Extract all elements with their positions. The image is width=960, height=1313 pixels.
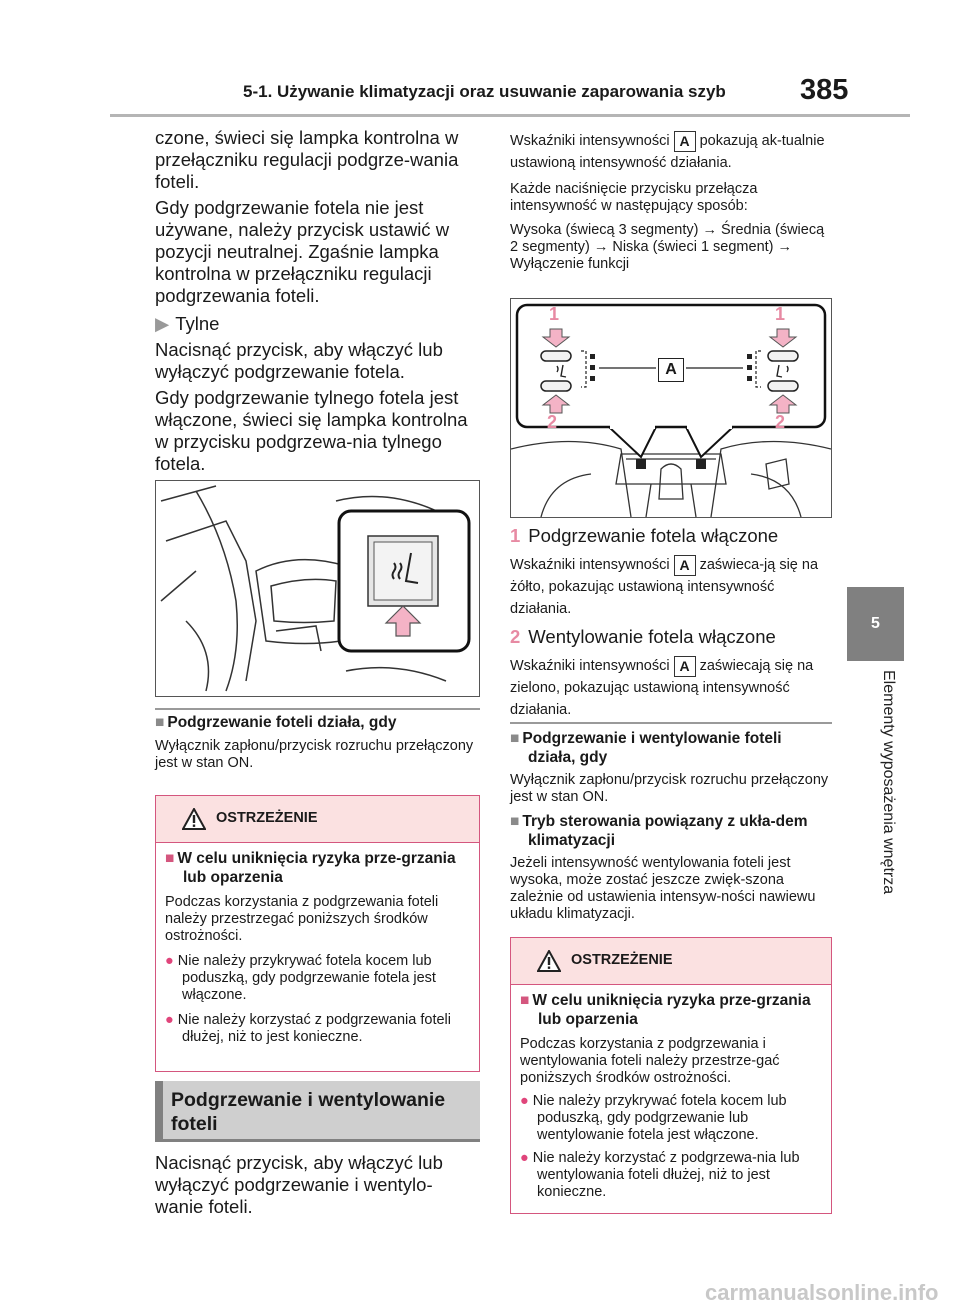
paragraph: Nacisnąć przycisk, aby włączyć lub wyłąc… <box>155 1152 443 1217</box>
indicator-marker-a: A <box>673 655 696 677</box>
square-bullet-icon: ■ <box>510 813 520 830</box>
warning-title: OSTRZEŻENIE <box>216 810 318 826</box>
square-bullet-icon: ■ <box>165 850 175 867</box>
note-text: Wyłącznik zapłonu/przycisk rozruchu prze… <box>510 772 829 805</box>
paragraph: Gdy podgrzewanie tylnego fotela jest włą… <box>155 387 468 474</box>
warning-triangle-icon <box>182 808 206 830</box>
paragraph: Wysoka (świecą 3 segmenty) → Średnia (św… <box>510 222 825 272</box>
indicator-marker-a: A <box>673 554 696 576</box>
square-bullet-icon: ■ <box>510 730 520 747</box>
warning-heading: ■W celu uniknięcia ryzyka prze-grzania l… <box>520 992 811 1028</box>
paragraph: czone, świeci się lampka kontrolna w prz… <box>155 127 459 192</box>
callout-2-left: 2 <box>547 412 558 432</box>
indicator-marker-a: A <box>673 130 696 152</box>
bullet-dot-icon: ● <box>520 1150 529 1166</box>
warning-bullet: ●Nie należy przykrywać fotela kocem lub … <box>165 953 436 1003</box>
warning-box-heating-ventilation: OSTRZEŻENIE ■W celu uniknięcia ryzyka pr… <box>510 937 832 1214</box>
warning-triangle-icon <box>537 950 561 972</box>
bullet-dot-icon: ● <box>165 1012 174 1028</box>
warning-title: OSTRZEŻENIE <box>571 952 673 968</box>
warning-intro: Podczas korzystania z podgrzewania fotel… <box>165 894 439 944</box>
callout-a: A <box>658 358 684 382</box>
warning-bullet: ●Nie należy korzystać z podgrzewania fot… <box>165 1012 451 1045</box>
note-heading: ■Podgrzewanie i wentylowanie foteli dzia… <box>510 730 782 766</box>
note-heading: ■Tryb sterowania powiązany z ukła-dem kl… <box>510 813 808 849</box>
bullet-dot-icon: ● <box>165 953 174 969</box>
note-text: Wyłącznik zapłonu/przycisk rozruchu prze… <box>155 738 474 771</box>
section-rule <box>155 708 480 710</box>
note-heading: ■Podgrzewanie foteli działa, gdy <box>155 714 397 731</box>
warning-bullet: ●Nie należy korzystać z podgrzewa-nia lu… <box>520 1150 800 1200</box>
callout-1-left: 1 <box>549 304 560 324</box>
paragraph: Nacisnąć przycisk, aby włączyć lub wyłąc… <box>155 339 443 382</box>
note-text: Jeżeli intensywność wentylowania foteli … <box>510 855 816 922</box>
warning-heading: ■W celu uniknięcia ryzyka prze-grzania l… <box>165 850 456 886</box>
warning-intro: Podczas korzystania z podgrzewania i wen… <box>520 1036 780 1086</box>
subheading-rear: ▶Tylne <box>155 313 220 334</box>
callout-2-right: 2 <box>775 412 786 432</box>
section-heading-box: Podgrzewanie i wentylowanie foteli <box>155 1081 480 1142</box>
paragraph: Gdy podgrzewanie fotela nie jest używane… <box>155 197 450 306</box>
right-notes: ■Podgrzewanie i wentylowanie foteli dzia… <box>510 729 832 923</box>
warning-header: OSTRZEŻENIE <box>511 938 831 985</box>
callout-1-right: 1 <box>775 304 786 324</box>
rear-seat-heater-illustration <box>155 480 480 697</box>
watermark: carmanualsonline.info <box>705 1280 939 1305</box>
square-bullet-icon: ■ <box>155 714 165 731</box>
square-bullet-icon: ■ <box>520 992 530 1009</box>
section-title: Podgrzewanie i wentylowanie foteli <box>171 1089 446 1135</box>
door-panel-drawing <box>156 481 479 696</box>
running-header: 5-1. Używanie klimatyzacji oraz usuwanie… <box>243 82 726 101</box>
warning-header: OSTRZEŻENIE <box>156 796 479 843</box>
section-rule <box>510 722 832 724</box>
section-heading-accent <box>155 1081 163 1139</box>
chapter-tab: 5 <box>847 587 904 661</box>
header-rule <box>110 114 910 117</box>
front-seat-switch-illustration: A 1 1 2 2 <box>510 298 832 518</box>
bullet-dot-icon: ● <box>520 1093 529 1109</box>
triangle-icon: ▶ <box>155 313 170 334</box>
left-condition-note: ■Podgrzewanie foteli działa, gdy Wyłączn… <box>155 713 480 772</box>
warning-box-heating: OSTRZEŻENIE ■W celu uniknięcia ryzyka pr… <box>155 795 480 1072</box>
warning-bullet: ●Nie należy przykrywać fotela kocem lub … <box>520 1093 787 1143</box>
chapter-title: Elementy wyposażenia wnętrza <box>880 670 897 895</box>
left-text-top: czone, świeci się lampka kontrolna w prz… <box>155 127 480 475</box>
paragraph: Każde naciśnięcie przycisku przełącza in… <box>510 181 758 214</box>
page-number: 385 <box>800 74 849 106</box>
console-drawing <box>511 299 831 517</box>
